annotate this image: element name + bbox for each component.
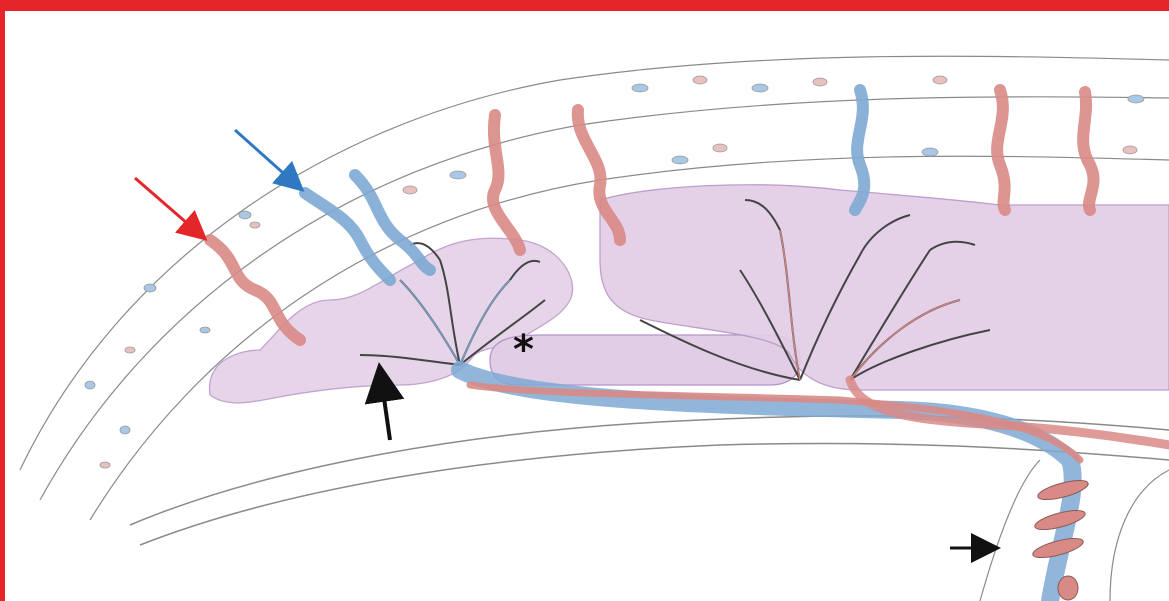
lacunae [210,185,1169,403]
blue-arrow [235,130,300,188]
asterisk-label: * [513,330,534,370]
red-arrow [135,178,203,237]
